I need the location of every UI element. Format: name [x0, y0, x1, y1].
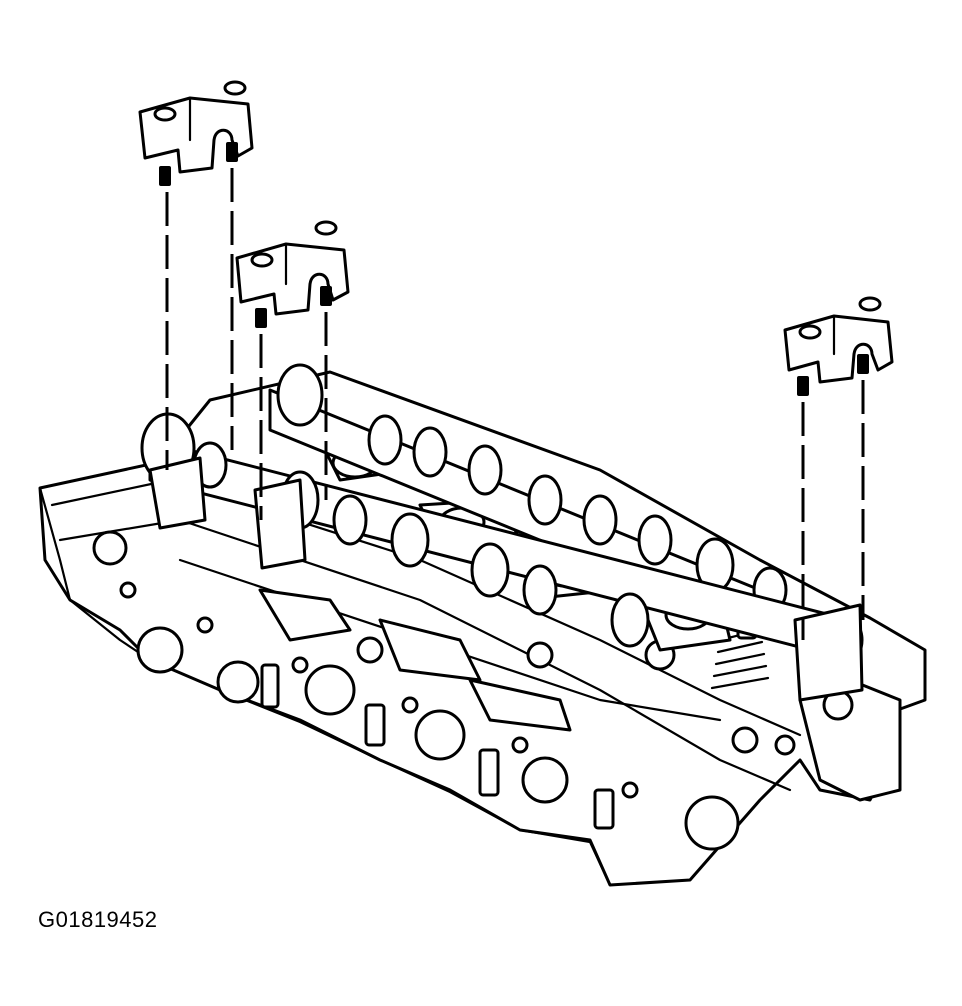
front-port-7: [92, 530, 128, 566]
alignment-lines: [165, 168, 865, 640]
front-port-5: [521, 756, 569, 804]
camshaft-cap-1: [138, 80, 254, 186]
rear-cam-lobe-1: [276, 363, 324, 427]
front-port-4: [414, 709, 466, 761]
front-port-2: [216, 660, 260, 704]
journal-pedestal-1: [148, 456, 207, 530]
front-port-3: [304, 664, 356, 716]
figure-id-label: G01819452: [38, 907, 158, 932]
front-port-1: [136, 626, 184, 674]
camshaft-cap-3: [783, 296, 894, 396]
journal-pedestal-2: [253, 478, 307, 570]
journal-pedestal-3: [793, 603, 864, 702]
camshaft-cap-2: [235, 220, 350, 328]
front-port-6: [684, 795, 740, 851]
